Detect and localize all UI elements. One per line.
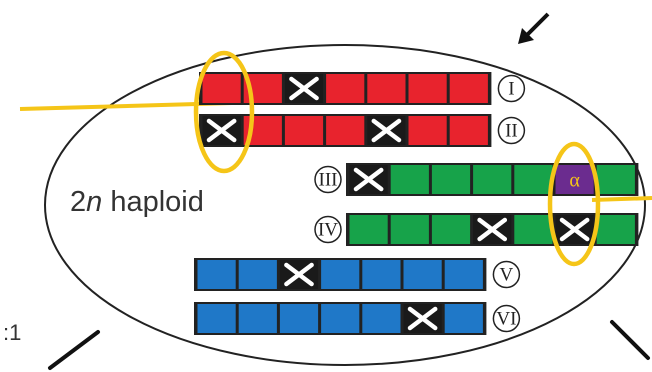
- chromosome-label-II: II: [498, 118, 524, 144]
- chromosome-cell: [404, 260, 442, 289]
- chromosome-cell: [409, 74, 447, 103]
- chromosome-cell: [597, 165, 635, 194]
- chromosome-cell: [432, 165, 470, 194]
- chromosome-cell: [326, 116, 364, 145]
- chromosome-cell: [391, 215, 429, 244]
- chromosome-cell: [239, 260, 277, 289]
- corner-label: :1: [3, 320, 21, 345]
- bottom-left-line: [50, 332, 98, 368]
- chromosome-cell: [450, 116, 488, 145]
- chromosome-cell: [367, 74, 405, 103]
- roman-numeral: III: [319, 170, 338, 191]
- chromosome-cell: [198, 304, 236, 333]
- chromosome-cell: [280, 304, 318, 333]
- chromosome-label-VI: VI: [493, 306, 519, 332]
- roman-numeral: IV: [318, 220, 338, 241]
- chromosome-cell: [514, 165, 552, 194]
- chromosome-label-IV: IV: [315, 217, 341, 243]
- ploidy-word: haploid: [102, 186, 204, 218]
- bottom-right-line: [612, 322, 648, 358]
- roman-numeral: V: [500, 265, 514, 286]
- chromosome-cell: [391, 165, 429, 194]
- chromosome-cell: [198, 260, 236, 289]
- chromosome-label-I: I: [498, 76, 524, 102]
- left-highlight-ring: [196, 53, 252, 171]
- roman-numeral: II: [505, 121, 518, 142]
- ploidy-label: 2n haploid: [70, 186, 204, 218]
- chromosome-cell: [450, 74, 488, 103]
- chromosome-cell: [445, 260, 483, 289]
- chromosome-cell: [321, 304, 359, 333]
- chromosome-cell: [445, 304, 483, 333]
- roman-numeral: VI: [496, 309, 516, 330]
- arrow-icon: [518, 14, 548, 44]
- chromosome-cell: [239, 304, 277, 333]
- roman-numeral: I: [508, 79, 514, 100]
- chromosome-cell: [514, 215, 552, 244]
- right-strand: [592, 198, 652, 200]
- chromosome-cell: [285, 116, 323, 145]
- chromosome-label-V: V: [493, 262, 519, 288]
- chromosome-cell: [350, 215, 388, 244]
- chromosome-cell: [326, 74, 364, 103]
- chromosome-cell: [597, 215, 635, 244]
- chromosome-cell: [203, 74, 241, 103]
- chromosome-cell: [362, 304, 400, 333]
- chromosome-cell: [432, 215, 470, 244]
- chromosome-IV: IV: [315, 213, 638, 246]
- chromosome-cell: [409, 116, 447, 145]
- chromosome-cell: [473, 165, 511, 194]
- alpha-symbol: α: [569, 170, 580, 192]
- chromosome-cell: [362, 260, 400, 289]
- ploidy-number: 2: [70, 186, 86, 218]
- ploidy-n: n: [86, 186, 102, 218]
- chromosome-III: α III: [315, 163, 638, 196]
- chromosome-V: V: [194, 258, 519, 291]
- chromosome-label-III: III: [315, 167, 341, 193]
- chromosome-cell: [321, 260, 359, 289]
- chromosome-VI: VI: [194, 302, 519, 335]
